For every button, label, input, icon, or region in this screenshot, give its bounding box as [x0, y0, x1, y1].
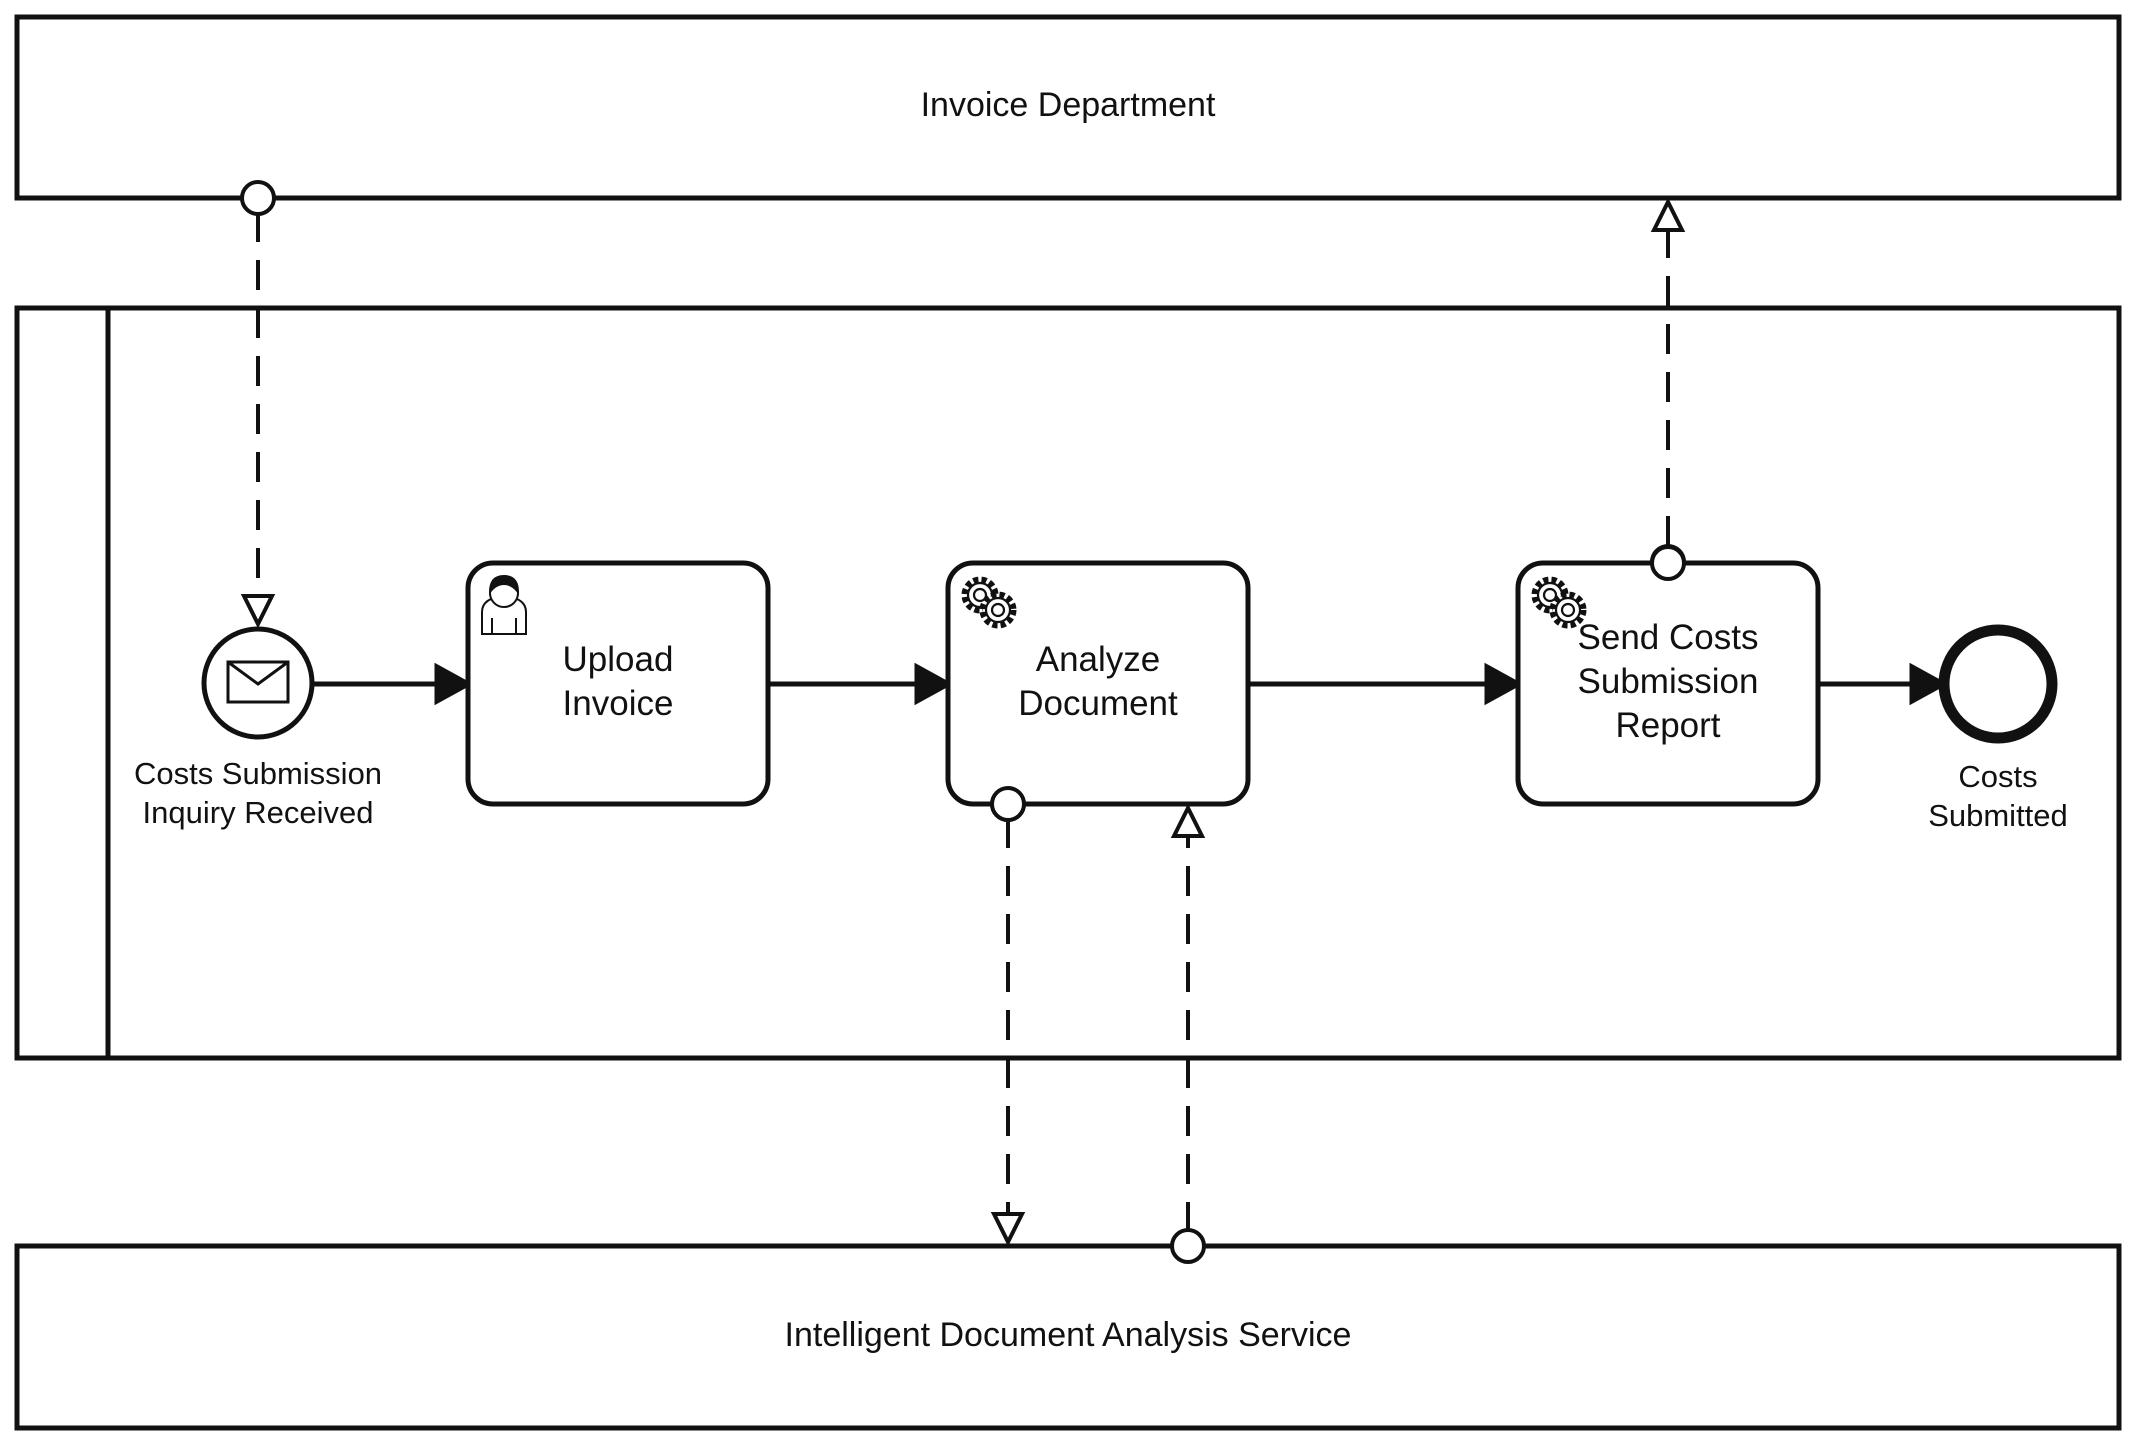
flow-upload-to-analyze-arrowhead [914, 662, 954, 706]
flow-send-to-end-arrowhead [1909, 662, 1949, 706]
sequence-flows [313, 662, 1949, 706]
task-analyze-document-label: Analyze Document [1018, 640, 1178, 723]
envelope-icon [226, 660, 290, 704]
document-analysis-service-label: Intelligent Document Analysis Service [784, 1316, 1352, 1354]
gears-icon [961, 576, 1017, 629]
end-event-label: Costs Submitted [1928, 759, 2068, 833]
start-event-label: Costs Submission Inquiry Received [133, 756, 383, 830]
message-arrowhead [1170, 803, 1206, 838]
message-arrowhead [990, 1212, 1026, 1247]
flow-analyze-to-send-arrowhead [1484, 662, 1524, 706]
task-send-costs-submission-report-label: Send Costs Submission Report [1577, 618, 1759, 745]
message-source-circle [1650, 545, 1686, 581]
invoice-department-pool[interactable] [14, 14, 2122, 201]
task-upload-invoice-label: Upload Invoice [562, 640, 674, 723]
end-event[interactable] [1938, 624, 2058, 744]
gears-icon [1531, 576, 1587, 629]
task-upload-invoice[interactable] [465, 560, 771, 807]
message-arrowhead [240, 594, 276, 629]
task-analyze-document[interactable] [945, 560, 1251, 807]
message-source-circle [240, 180, 276, 216]
message-arrowhead [1650, 197, 1686, 232]
message-source-circle [1170, 1228, 1206, 1264]
document-analysis-service-pool[interactable] [14, 1243, 2122, 1431]
message-source-circle [990, 786, 1026, 822]
message-flows [256, 212, 1670, 1232]
flow-start-to-upload-arrowhead [434, 662, 474, 706]
invoice-department-label: Invoice Department [920, 86, 1216, 124]
start-event[interactable] [201, 626, 315, 740]
user-icon [481, 574, 527, 635]
